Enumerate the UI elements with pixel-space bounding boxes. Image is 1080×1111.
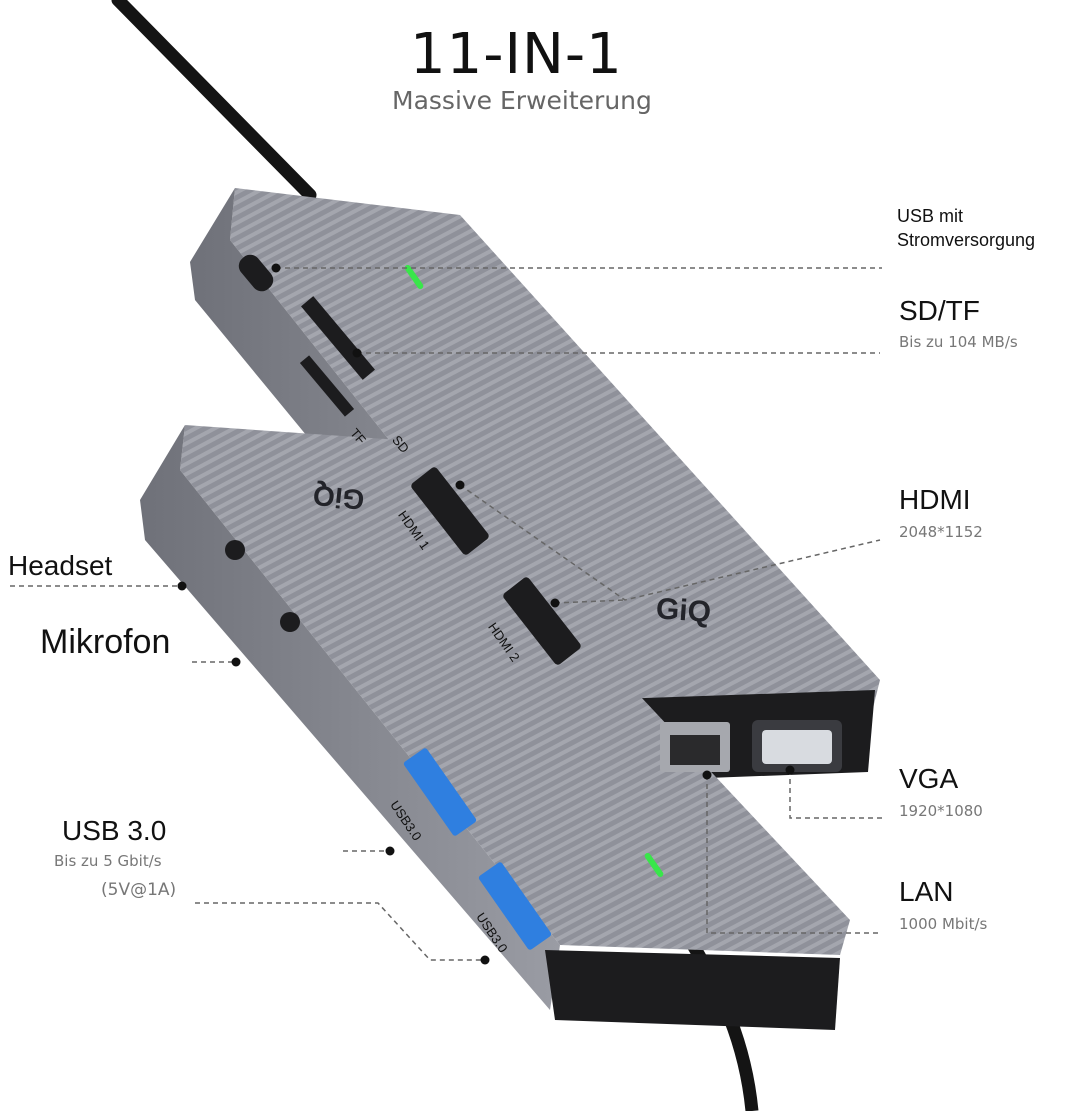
hdmi1-port [411, 467, 489, 555]
usb-a-port-2 [478, 862, 552, 950]
callout-hdmi-detail: 2048*1152 [899, 523, 983, 541]
lower-hub-top [180, 425, 850, 955]
brand-logo: GiQ [655, 592, 712, 629]
callout-usb-power: USB mit Stromversorgung [897, 204, 1035, 252]
usb-a-port-1 [403, 748, 477, 836]
headset-jack [225, 540, 245, 560]
hdmi2-port [503, 577, 581, 665]
sd-slot [301, 296, 375, 380]
led-lower [644, 852, 664, 878]
callout-headset: Headset [8, 550, 113, 581]
callout-lan-title: LAN [899, 876, 954, 907]
callout-lan-detail: 1000 Mbit/s [899, 915, 988, 933]
callout-usb-power-line1: USB mit [897, 206, 964, 226]
upper-hub-top [230, 188, 880, 720]
mic-jack [280, 612, 300, 632]
lower-hub-side [140, 425, 560, 1010]
led-upper [404, 264, 424, 290]
callout-usb-power-line2: Stromversorgung [897, 230, 1036, 250]
brand-logo-mirrored: GiQ [311, 479, 365, 515]
page-subtitle: Massive Erweiterung [392, 86, 652, 115]
callout-sdtf-title: SD/TF [899, 295, 980, 326]
callout-hdmi-title: HDMI [899, 484, 971, 515]
leader-dots [177, 263, 795, 965]
lower-hub-end [545, 950, 840, 1030]
callout-usb3-detail: Bis zu 5 Gbit/s [54, 852, 162, 870]
page-title: 11-IN-1 [410, 22, 623, 87]
callout-sdtf-detail: Bis zu 104 MB/s [899, 333, 1018, 351]
leader-lines [10, 267, 882, 961]
callout-usb3-power: (5V@1A) [101, 880, 177, 900]
usbc-port [238, 254, 274, 292]
cable-top [111, 0, 317, 202]
callout-vga-title: VGA [899, 763, 959, 794]
callout-vga-detail: 1920*1080 [899, 802, 983, 820]
tf-slot [299, 355, 355, 417]
callout-usb3-title: USB 3.0 [62, 815, 167, 846]
callout-mikrofon: Mikrofon [40, 623, 171, 661]
